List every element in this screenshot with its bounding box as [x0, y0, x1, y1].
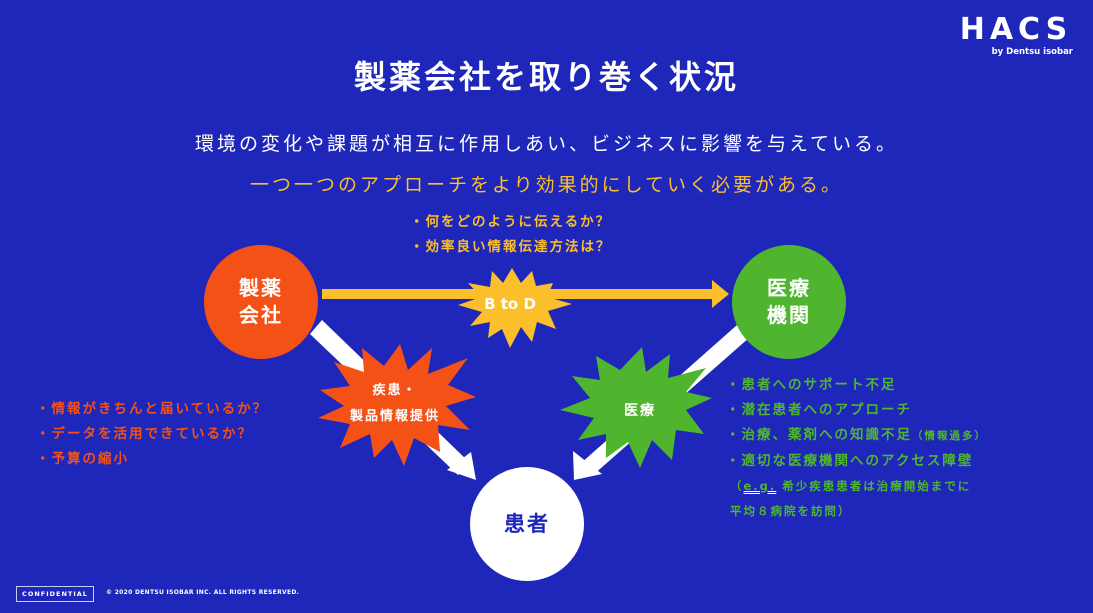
patient-label: 患者	[504, 511, 550, 536]
medical-care-label: 医療	[624, 403, 656, 419]
b-to-d-notes: ・何をどのように伝えるか？ ・効率良い情報伝達方法は？	[410, 210, 612, 260]
b-to-d-label: B to D	[484, 295, 536, 313]
medical-notes: ・患者へのサポート不足 ・潜在患者へのアプローチ ・治療、薬剤への知識不足（情報…	[726, 373, 987, 524]
disease-info-line2: 製品情報提供	[349, 409, 440, 424]
note-small-text: （情報過多）	[912, 430, 987, 442]
pharma-label-line2: 会社	[239, 303, 283, 327]
eg-label: e.g.	[743, 479, 777, 493]
note-example-line2: 平均８病院を訪問）	[730, 504, 852, 518]
note-text: ・治療、薬剤への知識不足	[726, 427, 912, 443]
disease-info-burst	[318, 344, 476, 466]
slide-title: 製薬会社を取り巻く状況	[353, 58, 739, 96]
slide-subtitle-2: 一つ一つのアプローチをより効果的にしていく必要がある。	[249, 174, 844, 196]
paren-open: （	[730, 479, 744, 493]
example-text: 希少疾患患者は治療開始までに	[776, 479, 972, 493]
note-example: （e.g. 希少疾患患者は治療開始までに	[726, 474, 987, 499]
patient-node: 患者	[470, 467, 584, 581]
note-item: ・患者へのサポート不足	[726, 377, 897, 393]
note-item: ・治療、薬剤への知識不足（情報過多）	[726, 423, 987, 449]
pharma-label-line1: 製薬	[239, 276, 283, 300]
note-item: ・データを活用できているか？	[36, 426, 253, 442]
hacs-logo: HACS by Dentsu isobar	[955, 12, 1077, 58]
logo-subtitle: by Dentsu isobar	[991, 47, 1073, 57]
b-to-d-burst	[458, 268, 572, 348]
note-item: ・予算の縮小	[36, 451, 129, 467]
note-item: ・潜在患者へのアプローチ	[726, 402, 912, 418]
note-item: ・何をどのように伝えるか？	[410, 214, 612, 230]
medical-institution-node: 医療 機関	[732, 245, 846, 359]
slide-subtitle-1: 環境の変化や課題が相互に作用しあい、ビジネスに影響を与えている。	[194, 133, 899, 155]
logo-mark: HACS	[959, 12, 1073, 47]
note-item: ・効率良い情報伝達方法は？	[410, 239, 612, 255]
medical-label-line1: 医療	[767, 276, 811, 300]
pharma-company-node: 製薬 会社	[204, 245, 318, 359]
pharma-notes: ・情報がきちんと届いているか？ ・データを活用できているか？ ・予算の縮小	[36, 397, 268, 472]
disease-info-line1: 疾患・	[372, 383, 418, 398]
copyright-text: © 2020 DENTSU ISOBAR INC. ALL RIGHTS RES…	[106, 589, 300, 596]
confidential-badge: CONFIDENTIAL	[16, 586, 94, 602]
note-item: ・情報がきちんと届いているか？	[36, 401, 269, 417]
disease-info-label: 疾患・ 製品情報提供	[330, 378, 460, 430]
medical-care-burst	[560, 347, 712, 468]
medical-label-line2: 機関	[767, 303, 811, 327]
note-item: ・適切な医療機関へのアクセス障壁	[726, 453, 974, 469]
